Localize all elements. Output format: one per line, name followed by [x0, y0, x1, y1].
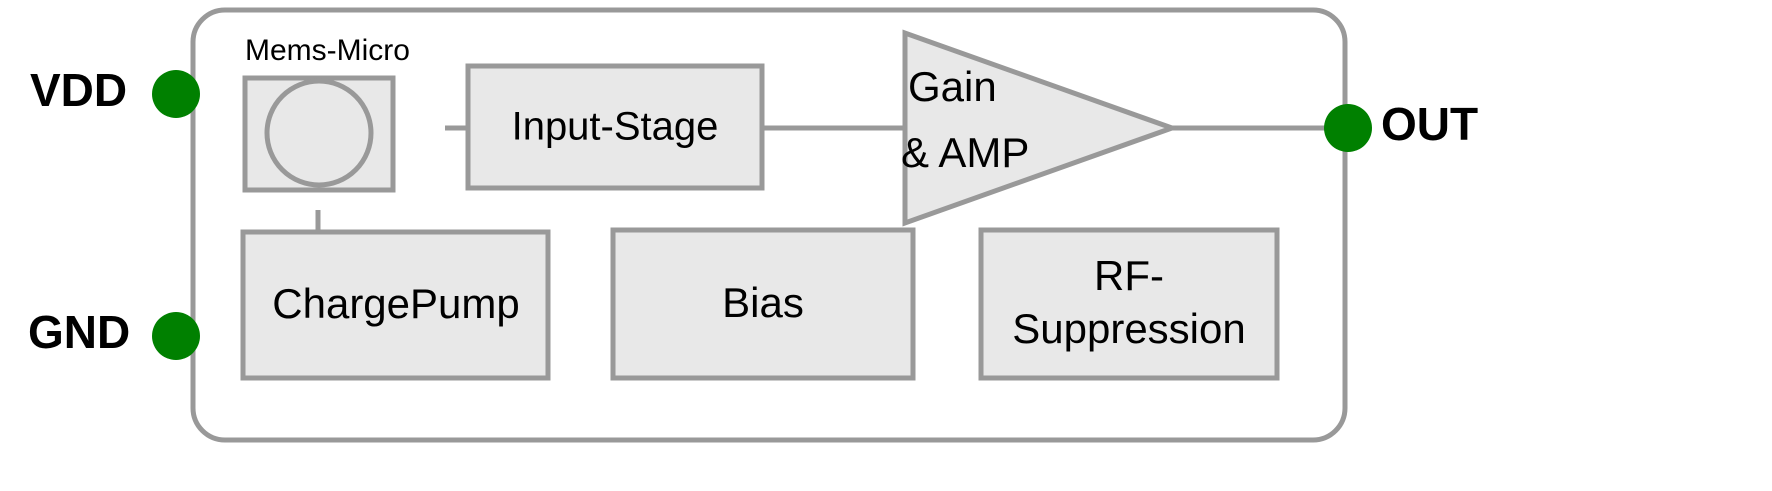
block-rf-suppression[interactable]: RF- Suppression — [978, 227, 1280, 381]
pin-out[interactable]: OUT — [1324, 98, 1478, 152]
gain-amp-label-line1: Gain — [908, 63, 997, 110]
vdd-node-dot[interactable] — [152, 70, 200, 118]
mems-micro-diaphragm-icon — [264, 78, 374, 188]
out-node-dot[interactable] — [1324, 104, 1372, 152]
mems-micro-caption: Mems-Micro — [245, 34, 410, 67]
gain-amp-label-line2: & AMP — [901, 129, 1029, 176]
rf-suppression-label-line2: Suppression — [1012, 305, 1245, 352]
rf-suppression-body — [978, 227, 1280, 381]
out-label: OUT — [1381, 98, 1478, 150]
input-stage-body — [465, 63, 765, 191]
pin-gnd[interactable]: GND — [28, 306, 200, 360]
package-outline — [190, 7, 1348, 443]
pin-vdd[interactable]: VDD — [30, 64, 200, 118]
bias-body — [610, 227, 916, 381]
gnd-label: GND — [28, 306, 130, 358]
block-gain-amp[interactable]: Gain & AMP — [901, 29, 1180, 227]
gain-amp-triangle — [902, 29, 1180, 227]
block-input-stage[interactable]: Input-Stage — [465, 63, 765, 191]
bias-label: Bias — [722, 279, 804, 326]
block-mems-micro[interactable] — [242, 75, 396, 193]
vdd-label: VDD — [30, 64, 127, 116]
charge-pump-label: ChargePump — [272, 280, 519, 327]
block-bias[interactable]: Bias — [610, 227, 916, 381]
gnd-node-dot[interactable] — [152, 312, 200, 360]
charge-pump-body — [240, 229, 551, 381]
block-charge-pump[interactable]: ChargePump — [240, 229, 551, 381]
input-stage-label: Input-Stage — [512, 105, 719, 149]
rf-suppression-label-line1: RF- — [1094, 252, 1164, 299]
